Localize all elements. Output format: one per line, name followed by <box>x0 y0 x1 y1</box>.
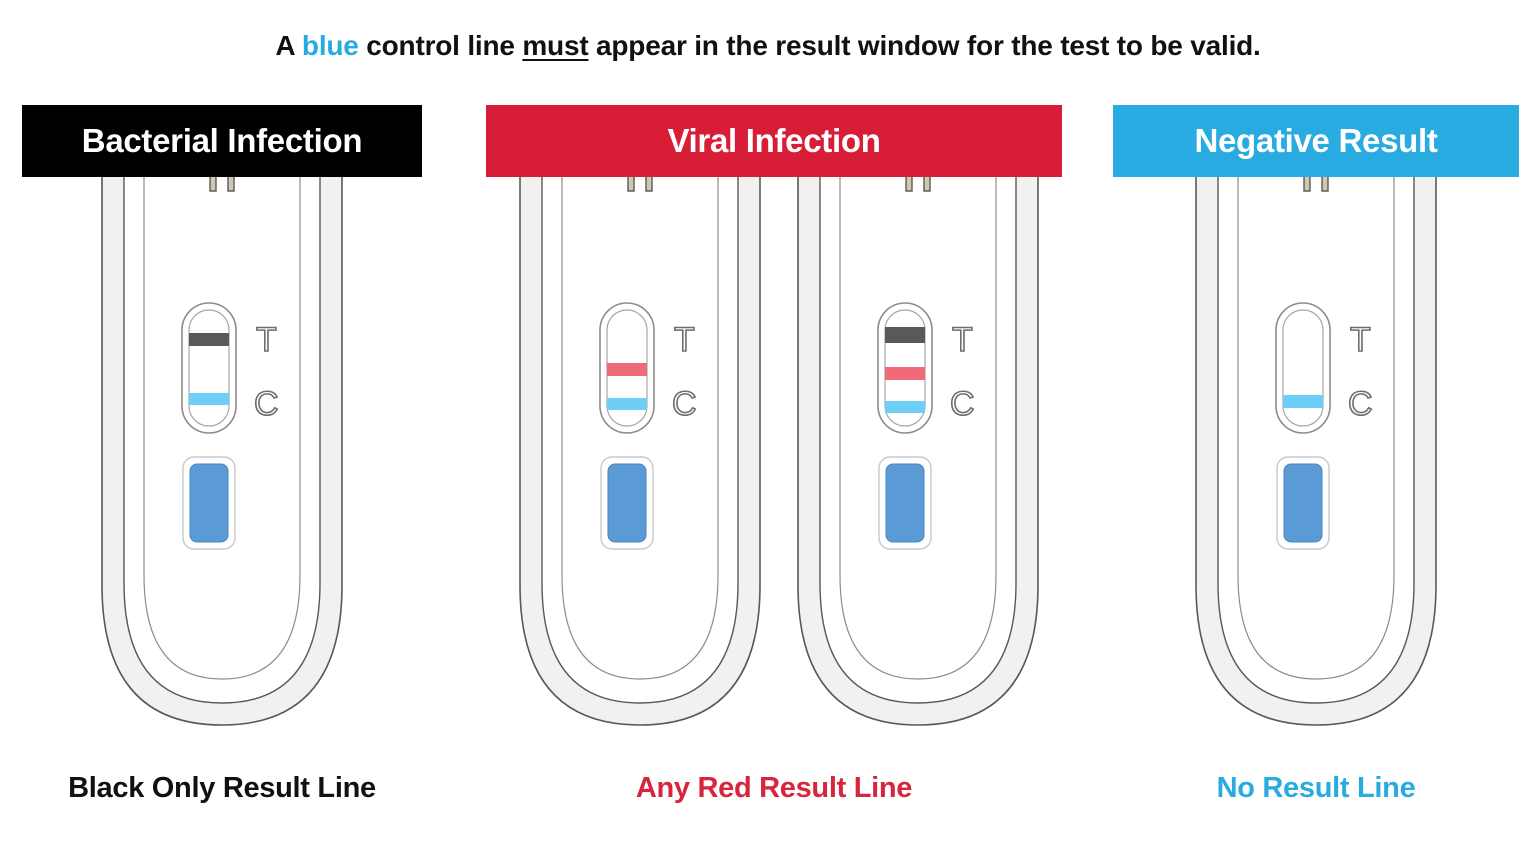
headline-part-2: control line <box>358 30 523 61</box>
headline-emphasis-word: must <box>522 30 589 61</box>
window-label-t: T <box>1350 321 1371 359</box>
panel-header-viral: Viral Infection <box>486 105 1062 177</box>
device-illustration: T C <box>791 105 1045 726</box>
window-label-t: T <box>674 321 695 359</box>
headline-blue-word: blue <box>301 30 359 61</box>
control-line-blue <box>189 393 229 405</box>
device-button[interactable] <box>1283 463 1323 543</box>
panel-negative: Negative Result <box>1113 105 1519 177</box>
test-device-negative: T C <box>1182 105 1450 745</box>
device-button[interactable] <box>189 463 229 543</box>
page-title: A blue control line must appear in the r… <box>0 30 1536 62</box>
caption-negative: No Result Line <box>1216 772 1416 804</box>
red-line <box>885 367 925 380</box>
device-button[interactable] <box>607 463 647 543</box>
window-label-t: T <box>952 321 973 359</box>
panel-header-negative: Negative Result <box>1113 105 1519 177</box>
device-illustration: T C <box>513 105 767 726</box>
window-label-c: C <box>1348 385 1373 423</box>
panel-viral: Viral Infection <box>486 105 1062 177</box>
headline-part-1: A <box>275 30 302 61</box>
caption-bacterial: Black Only Result Line <box>68 772 376 804</box>
panel-header-bacterial: Bacterial Infection <box>22 105 422 177</box>
test-device-bacterial: T C <box>88 105 356 745</box>
device-button[interactable] <box>885 463 925 543</box>
device-illustration: T C <box>95 105 349 726</box>
test-device-viral-a: T C <box>506 105 774 745</box>
window-label-c: C <box>254 385 279 423</box>
panel-bacterial: Bacterial Infection <box>22 105 422 177</box>
device-illustration: T C <box>1189 105 1443 726</box>
control-line-blue <box>607 398 647 410</box>
device-row: T C T C <box>0 105 1536 745</box>
red-line <box>607 363 647 376</box>
control-line-blue <box>1283 395 1323 408</box>
window-label-c: C <box>950 385 975 423</box>
result-window-inner <box>1282 309 1324 427</box>
test-line-black <box>885 327 925 343</box>
window-label-c: C <box>672 385 697 423</box>
window-label-t: T <box>256 321 277 359</box>
result-window-inner <box>188 309 230 427</box>
test-device-viral-b: T C <box>784 105 1052 745</box>
test-line-black <box>189 333 229 346</box>
headline-part-3: appear in the result window for the test… <box>588 30 1261 61</box>
caption-viral: Any Red Result Line <box>635 772 913 804</box>
control-line-blue <box>885 401 925 413</box>
